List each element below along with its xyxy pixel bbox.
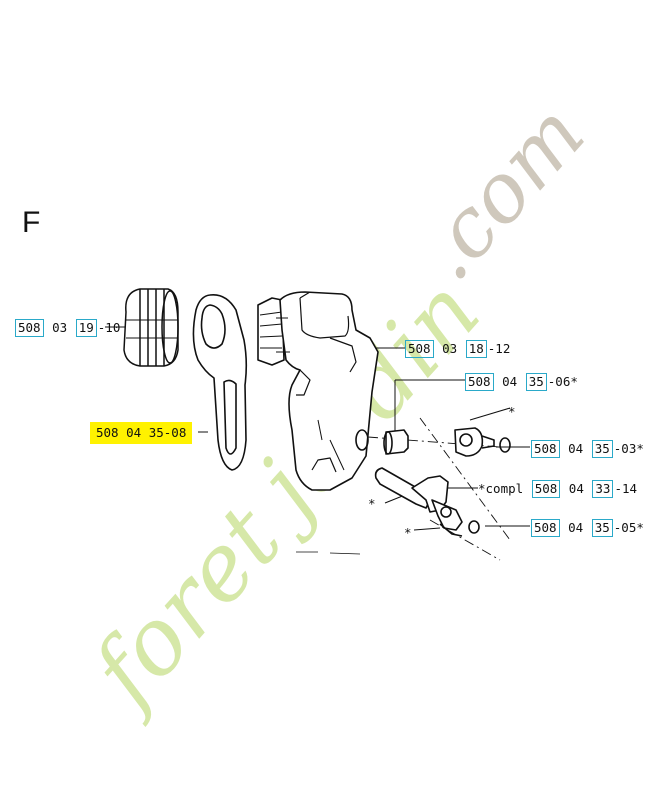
asterisk-lever: *	[368, 496, 376, 511]
plate-part	[192, 293, 248, 471]
part-label-508-04-35-06: 508 04 35-06*	[464, 373, 578, 391]
adjuster-part	[454, 427, 511, 457]
housing-part	[257, 291, 379, 491]
part-label-508-03-19-10: 508 03 19-10	[14, 319, 120, 337]
nut-part	[123, 288, 179, 367]
part-label-508-04-35-03: 508 04 35-03*	[530, 440, 644, 458]
part-label-508-04-33-14: *compl 508 04 33-14	[478, 480, 638, 498]
bushing-part	[383, 429, 409, 455]
part-label-508-03-18-12: 508 03 18-12	[404, 340, 510, 358]
part-label-508-04-35-05: 508 04 35-05*	[530, 519, 644, 537]
part-label-508-04-35-08-highlighted: 508 04 35-08	[90, 422, 193, 444]
asterisk-pin: *	[404, 525, 412, 540]
lever-part	[374, 467, 480, 537]
asterisk-adjuster: *	[508, 404, 516, 419]
section-letter: F	[22, 206, 41, 239]
